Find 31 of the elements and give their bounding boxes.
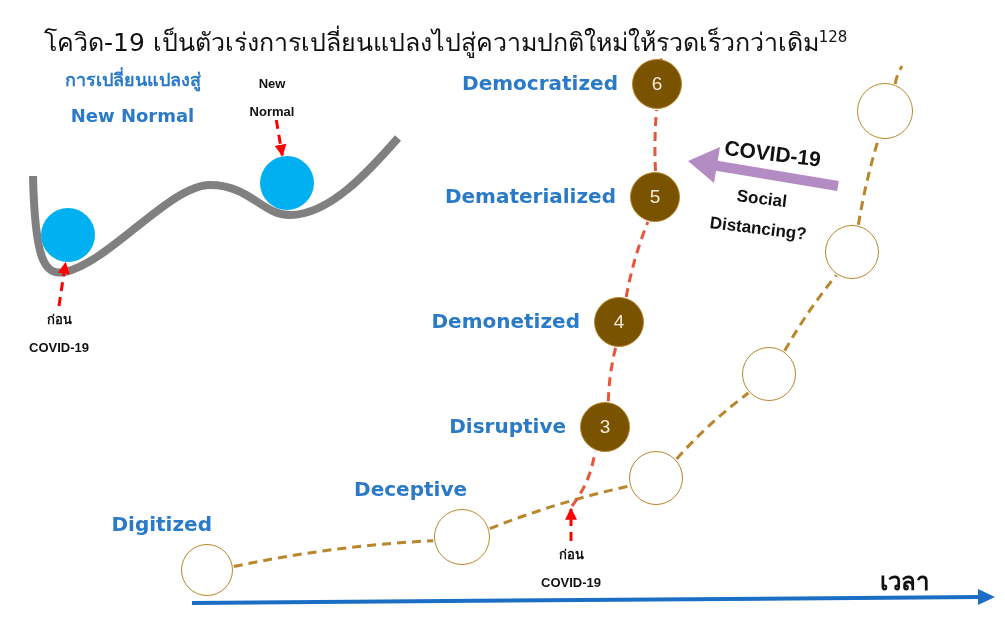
panel-heading: การเปลี่ยนแปลงสู่ New Normal — [63, 66, 202, 128]
arrow — [565, 507, 577, 541]
dashed-connector — [653, 109, 658, 172]
pointer-label: ก่อน COVID-19 — [26, 306, 92, 362]
dashed-connector — [233, 539, 434, 568]
ball — [41, 208, 95, 262]
pointer-label: New Normal — [237, 70, 307, 120]
numbered-circle: 6 — [632, 59, 682, 109]
dashed-connector — [606, 347, 618, 402]
numbered-circle: 4 — [594, 297, 644, 347]
dashed-connector — [675, 391, 750, 460]
arrow — [274, 119, 287, 157]
cause-label: Social Distancing? — [707, 185, 809, 246]
stage-label: Dematerialized — [444, 184, 616, 208]
cause-label: COVID-19 — [723, 136, 823, 172]
stage-label: Deceptive — [354, 477, 467, 501]
stage-label: Digitized — [111, 512, 212, 536]
dashed-connector — [783, 274, 838, 352]
stage-label: Demonetized — [431, 309, 580, 333]
numbered-circle: 3 — [580, 402, 630, 452]
stage-label: Democratized — [462, 71, 618, 95]
dashed-connector — [893, 65, 904, 85]
title: โควิด-19 เป็นตัวเร่งการเปลี่ยนแปลงไปสู่ความปกติใหม่ให้รวดเร็วกว่าเดิม$^{128}$ — [44, 24, 848, 60]
dashed-connector — [624, 221, 650, 298]
stage-label: Disruptive — [449, 414, 566, 438]
axis-label: เวลา — [880, 567, 929, 598]
arrow — [57, 261, 70, 307]
ball — [260, 156, 314, 210]
pointer-label: ก่อน COVID-19 — [538, 541, 604, 597]
dashed-connector — [489, 484, 630, 530]
numbered-circle: 5 — [630, 172, 680, 222]
